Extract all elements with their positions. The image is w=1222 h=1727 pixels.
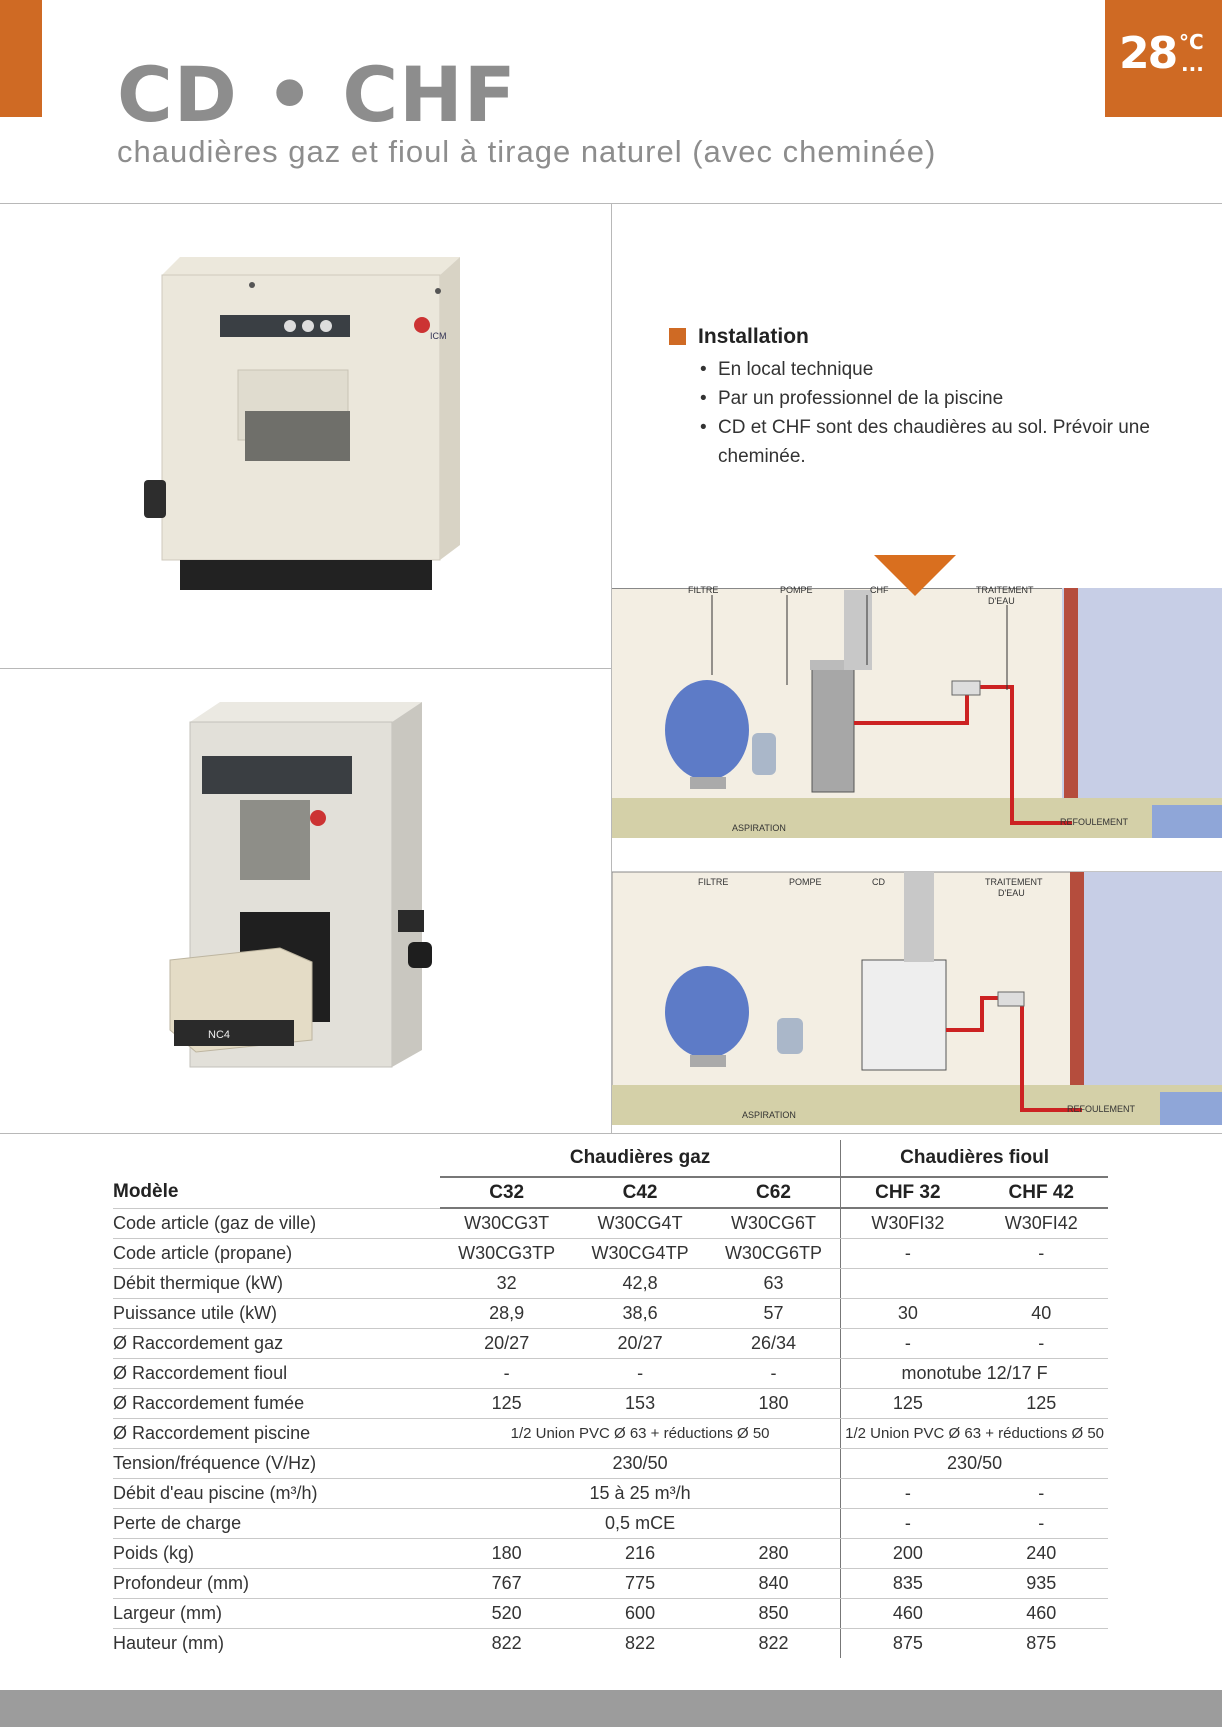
diagram-label: D'EAU <box>988 596 1015 606</box>
burner-label: NC4 <box>208 1029 230 1041</box>
oil-boiler-photo: NC4 <box>169 702 432 1068</box>
arrow-marker <box>874 555 956 596</box>
column-header: Modèle <box>113 1177 440 1209</box>
diagram-label: TRAITEMENT <box>985 877 1043 887</box>
table-row: Tension/fréquence (V/Hz) 230/50 230/50 <box>113 1448 1108 1479</box>
table-row: Débit d'eau piscine (m³/h) 15 à 25 m³/h … <box>113 1478 1108 1509</box>
table-header-row: Modèle C32 C42 C62 CHF 32 CHF 42 <box>113 1177 1108 1209</box>
logo-unit: °C <box>1179 30 1204 54</box>
installation-diagram-chf: FILTRE POMPE CHF TRAITEMENT D'EAU ASPIRA… <box>612 555 1222 838</box>
divider <box>611 203 612 1133</box>
divider <box>0 1133 1222 1134</box>
table-row: Ø Raccordement piscine 1/2 Union PVC Ø 6… <box>113 1418 1108 1449</box>
diagram-label: ASPIRATION <box>742 1110 796 1120</box>
logo-dots: ... <box>1181 52 1204 76</box>
table-group-header: Chaudières gaz Chaudières fioul <box>113 1140 1108 1178</box>
gas-boiler-photo: ICM <box>144 257 460 590</box>
diagram-label: D'EAU <box>998 888 1025 898</box>
footer-bar <box>0 1690 1222 1727</box>
list-item: Par un professionnel de la piscine <box>698 384 1178 413</box>
bullet-square <box>669 328 686 345</box>
page-title: CD • CHF <box>117 50 517 139</box>
list-item: CD et CHF sont des chaudières au sol. Pr… <box>698 413 1178 471</box>
logo-number: 28 <box>1119 28 1178 79</box>
installation-title: Installation <box>698 325 809 348</box>
brand-text: ICM <box>430 331 447 341</box>
installation-list: En local technique Par un professionnel … <box>698 355 1178 471</box>
diagram-label: CHF <box>870 585 889 595</box>
column-header: C62 <box>706 1177 841 1209</box>
column-header: CHF 32 <box>840 1177 975 1209</box>
accent-bar <box>0 0 42 117</box>
column-header: C42 <box>573 1177 707 1209</box>
diagram-label: FILTRE <box>688 585 718 595</box>
temperature-logo: 28 °C ... <box>1105 0 1222 117</box>
diagram-label: ASPIRATION <box>732 823 786 833</box>
column-header: C32 <box>439 1177 574 1209</box>
table-row: Ø Raccordement fioul --- monotube 12/17 … <box>113 1358 1108 1389</box>
installation-diagram-cd: FILTRE POMPE CD TRAITEMENT D'EAU ASPIRAT… <box>612 871 1222 1125</box>
diagram-label: REFOULEMENT <box>1060 817 1129 827</box>
list-item: En local technique <box>698 355 1178 384</box>
divider <box>0 668 611 669</box>
diagram-label: POMPE <box>789 877 822 887</box>
diagram-label: FILTRE <box>698 877 728 887</box>
diagram-label: POMPE <box>780 585 813 595</box>
diagram-label: CD <box>872 877 885 887</box>
page-subtitle: chaudières gaz et fioul à tirage naturel… <box>117 134 937 169</box>
diagram-label: REFOULEMENT <box>1067 1104 1136 1114</box>
group-fioul: Chaudières fioul <box>840 1140 1108 1178</box>
table-row: Perte de charge 0,5 mCE -- <box>113 1508 1108 1539</box>
diagram-label: TRAITEMENT <box>976 585 1034 595</box>
group-gaz: Chaudières gaz <box>439 1140 841 1178</box>
spec-table: Chaudières gaz Chaudières fioul Modèle C… <box>113 1140 1108 1658</box>
column-header: CHF 42 <box>974 1177 1108 1209</box>
